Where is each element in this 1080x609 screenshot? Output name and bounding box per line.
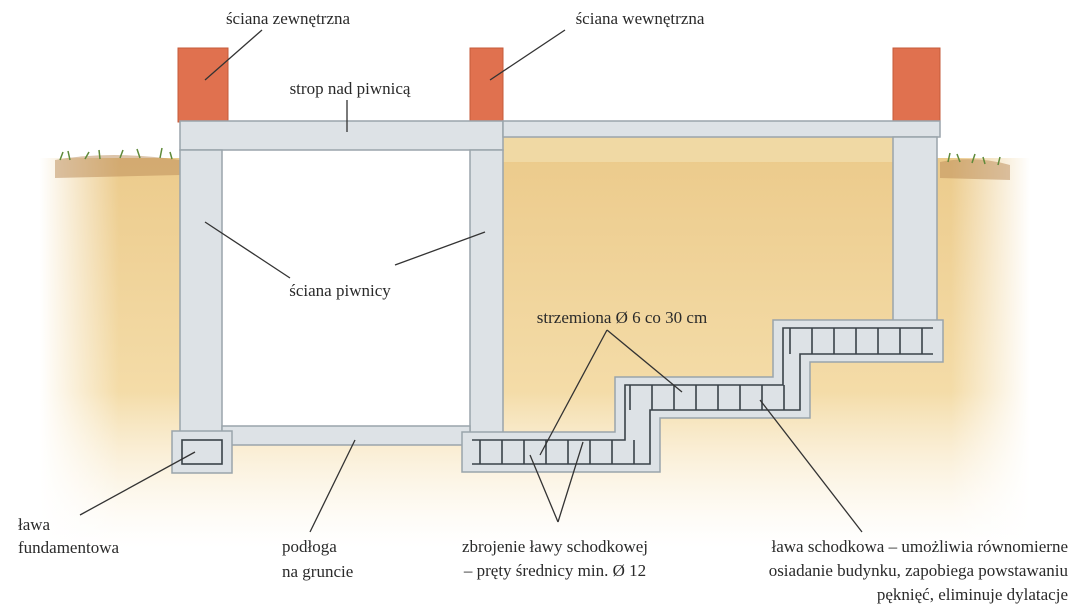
ceiling-slab — [179, 120, 504, 151]
label-interior-wall: ściana wewnętrzna — [576, 9, 705, 28]
labels: ściana zewnętrzna ściana wewnętrzna stro… — [18, 9, 1068, 604]
label-exterior-wall: ściana zewnętrzna — [226, 9, 351, 28]
label-stirrups: strzemiona Ø 6 co 30 cm — [537, 308, 707, 327]
label-floor-1: podłoga — [282, 537, 337, 556]
label-floor-2: na gruncie — [282, 562, 353, 581]
bricks — [177, 47, 941, 123]
inner-basement-wall — [469, 149, 504, 436]
strip-footing — [171, 430, 233, 474]
label-stepped-2: osiadanie budynku, zapobiega powstawaniu — [769, 561, 1069, 580]
stepped-footing — [461, 319, 944, 473]
label-ceiling: strop nad piwnicą — [290, 79, 411, 98]
label-footing-2: fundamentowa — [18, 538, 119, 557]
grass — [59, 147, 1001, 166]
right-wall — [892, 136, 938, 323]
basement-interior — [222, 150, 470, 426]
label-rebar-2: – pręty średnicy min. Ø 12 — [463, 561, 646, 580]
label-stepped-3: pęknięć, eliminuje dylatacje — [877, 585, 1068, 604]
floor-slab — [221, 425, 471, 446]
leader-lines — [79, 29, 863, 533]
label-rebar-1: zbrojenie ławy schodkowej — [462, 537, 648, 556]
concrete-structure — [171, 120, 944, 474]
left-basement-wall — [179, 149, 223, 433]
label-basement-wall: ściana piwnicy — [289, 281, 391, 300]
label-footing-1: ława — [18, 515, 51, 534]
label-stepped-1: ława schodkowa – umożliwia równomierne — [772, 537, 1068, 556]
reinforcement — [181, 327, 933, 465]
ceiling-slab-right — [502, 120, 941, 138]
